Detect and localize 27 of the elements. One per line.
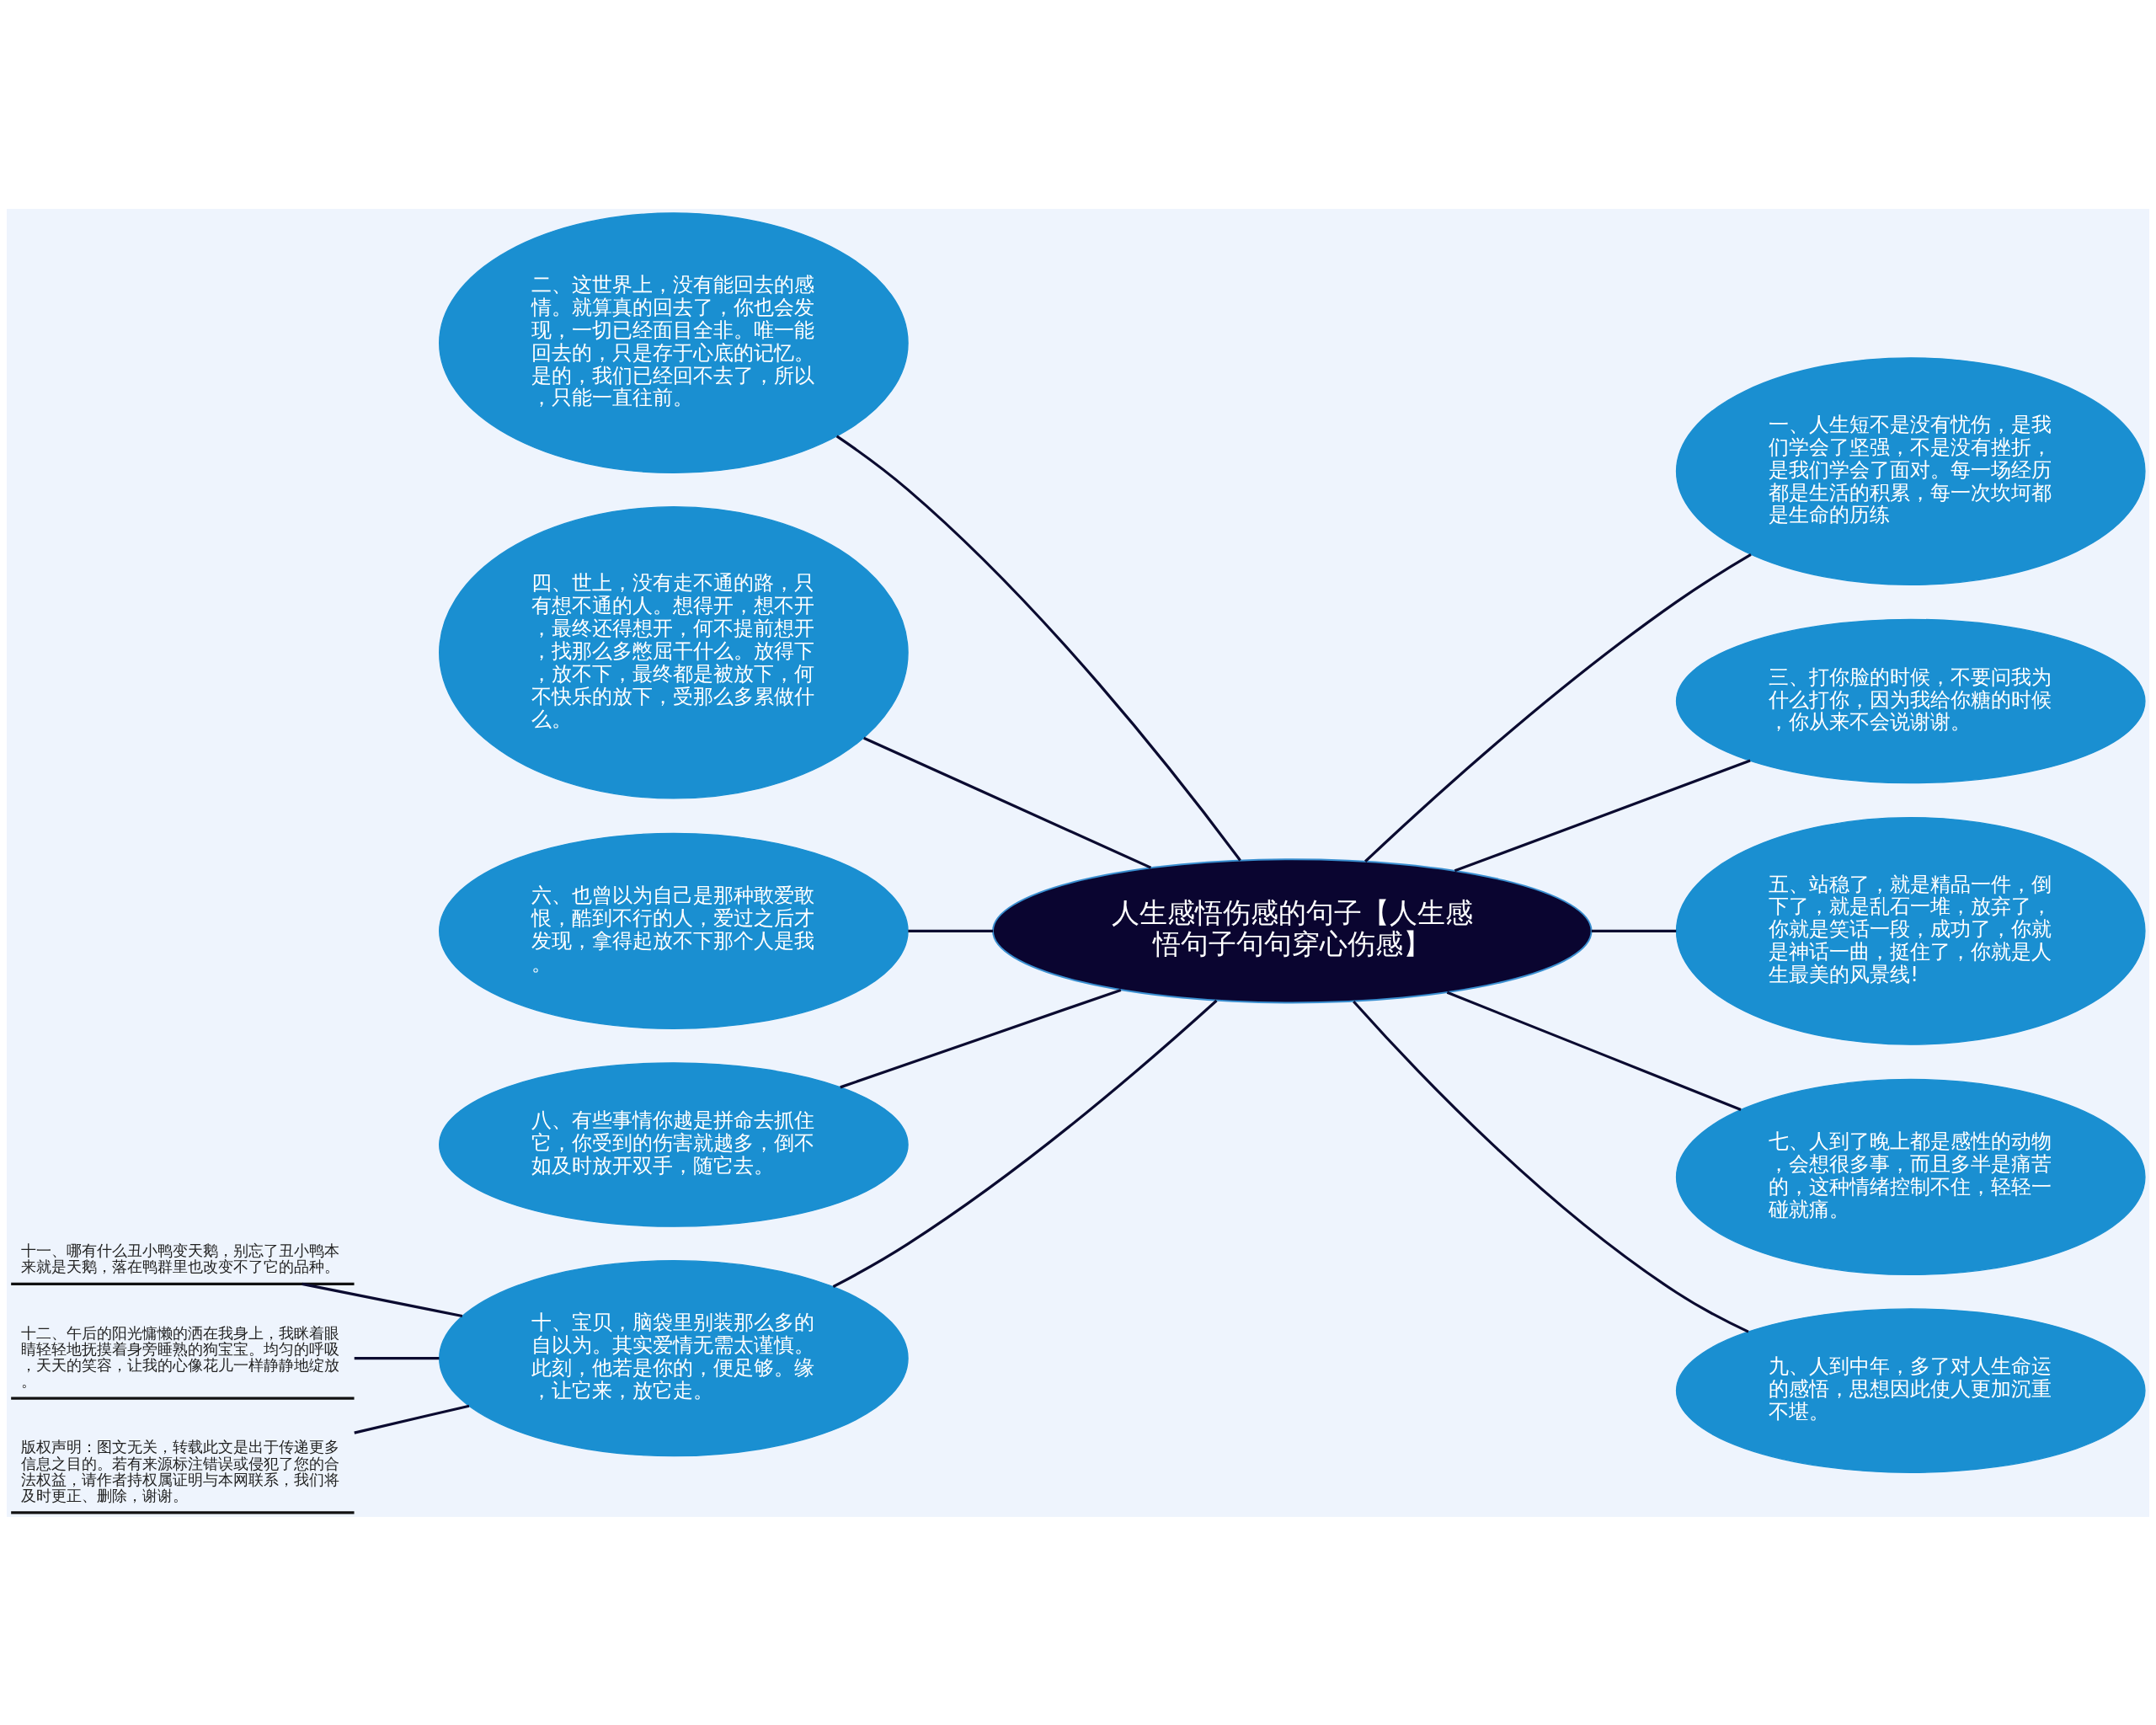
connector: [840, 988, 1122, 1088]
connector: [832, 999, 1218, 1288]
connector: [908, 929, 994, 932]
node-ellipse: 十、宝贝，脑袋里别装那么多的自以为。其实爱情无需太谨慎。此刻，他若是你的，便足够。缘，让它来，放它走。: [439, 1259, 909, 1456]
node-ellipse: 八、有些事情你越是拼命去抓住它，你受到的伤害就越多，倒不如及时放开双手，随它去。: [439, 1061, 909, 1227]
node-ellipse: 二、这世界上，没有能回去的感情。就算真的回去了，你也会发现，一切已经面目全非。唯一能回去的，只是存于心底的记忆。是的，我们已经回不去了，所以，只能一直往前。: [439, 211, 909, 473]
connector: [354, 1356, 440, 1359]
node-ellipse: 人生感悟伤感的句子【人生感悟句子句句穿心伤感】: [992, 857, 1593, 1003]
connector: [1446, 991, 1742, 1111]
connector: [1454, 759, 1751, 872]
connector: [354, 1404, 470, 1434]
connector: [1591, 929, 1677, 932]
connector: [1353, 1000, 1749, 1333]
connector: [302, 1282, 463, 1317]
node-ellipse: 一、人生短不是没有忧伤，是我们学会了坚强，不是没有挫折，是我们学会了面对。每一场经历都是生活的积累，每一次坎坷都是生命的历练: [1675, 356, 2146, 585]
node-text: 十一、哪有什么丑小鸭变天鹅，别忘了丑小鸭本来就是天鹅，落在鸭群里也改变不了它的品种。: [20, 1241, 339, 1275]
node-ellipse: 六、也曾以为自己是那种敢爱敢恨，酷到不行的人，爱过之后才发现，拿得起放不下那个人是我。: [439, 832, 909, 1029]
node-ellipse: 四、世上，没有走不通的路，只有想不通的人。想得开，想不开，最终还得想开，何不提前想开，找那么多憋屈干什么。放得下，放不下，最终都是被放下，何不快乐的放下，受那么多累做什么。: [439, 505, 909, 799]
connector: [863, 736, 1152, 869]
node-ellipse: 五、站稳了，就是精品一件，倒下了，就是乱石一堆，放弃了，你就是笑话一段，成功了，你就是神话一曲，挺住了，你就是人生最美的风景线!: [1675, 816, 2146, 1045]
connector: [1364, 553, 1752, 862]
node-ellipse: 九、人到中年，多了对人生命运的感悟，思想因此使人更加沉重不堪。: [1675, 1307, 2146, 1473]
node-text: 版权声明：图文无关，转载此文是出于传递更多信息之目的。若有来源标注错误或侵犯了您的合法权益，请作者持权属证明与本网联系，我们将及时更正、删除，谢谢。: [20, 1437, 339, 1504]
node-text: 十二、午后的阳光慵懒的洒在我身上，我眯着眼睛轻轻地抚摸着身旁睡熟的狗宝宝。均匀的呼吸，天天的笑容，让我的心像花儿一样静静地绽放。: [20, 1323, 339, 1390]
node-ellipse: 三、打你脸的时候，不要问我为什么打你，因为我给你糖的时候，你从来不会说谢谢。: [1675, 618, 2146, 783]
node-ellipse: 七、人到了晚上都是感性的动物，会想很多事，而且多半是痛苦的，这种情绪控制不住，轻轻一碰就痛。: [1675, 1078, 2146, 1275]
connector: [835, 435, 1241, 861]
